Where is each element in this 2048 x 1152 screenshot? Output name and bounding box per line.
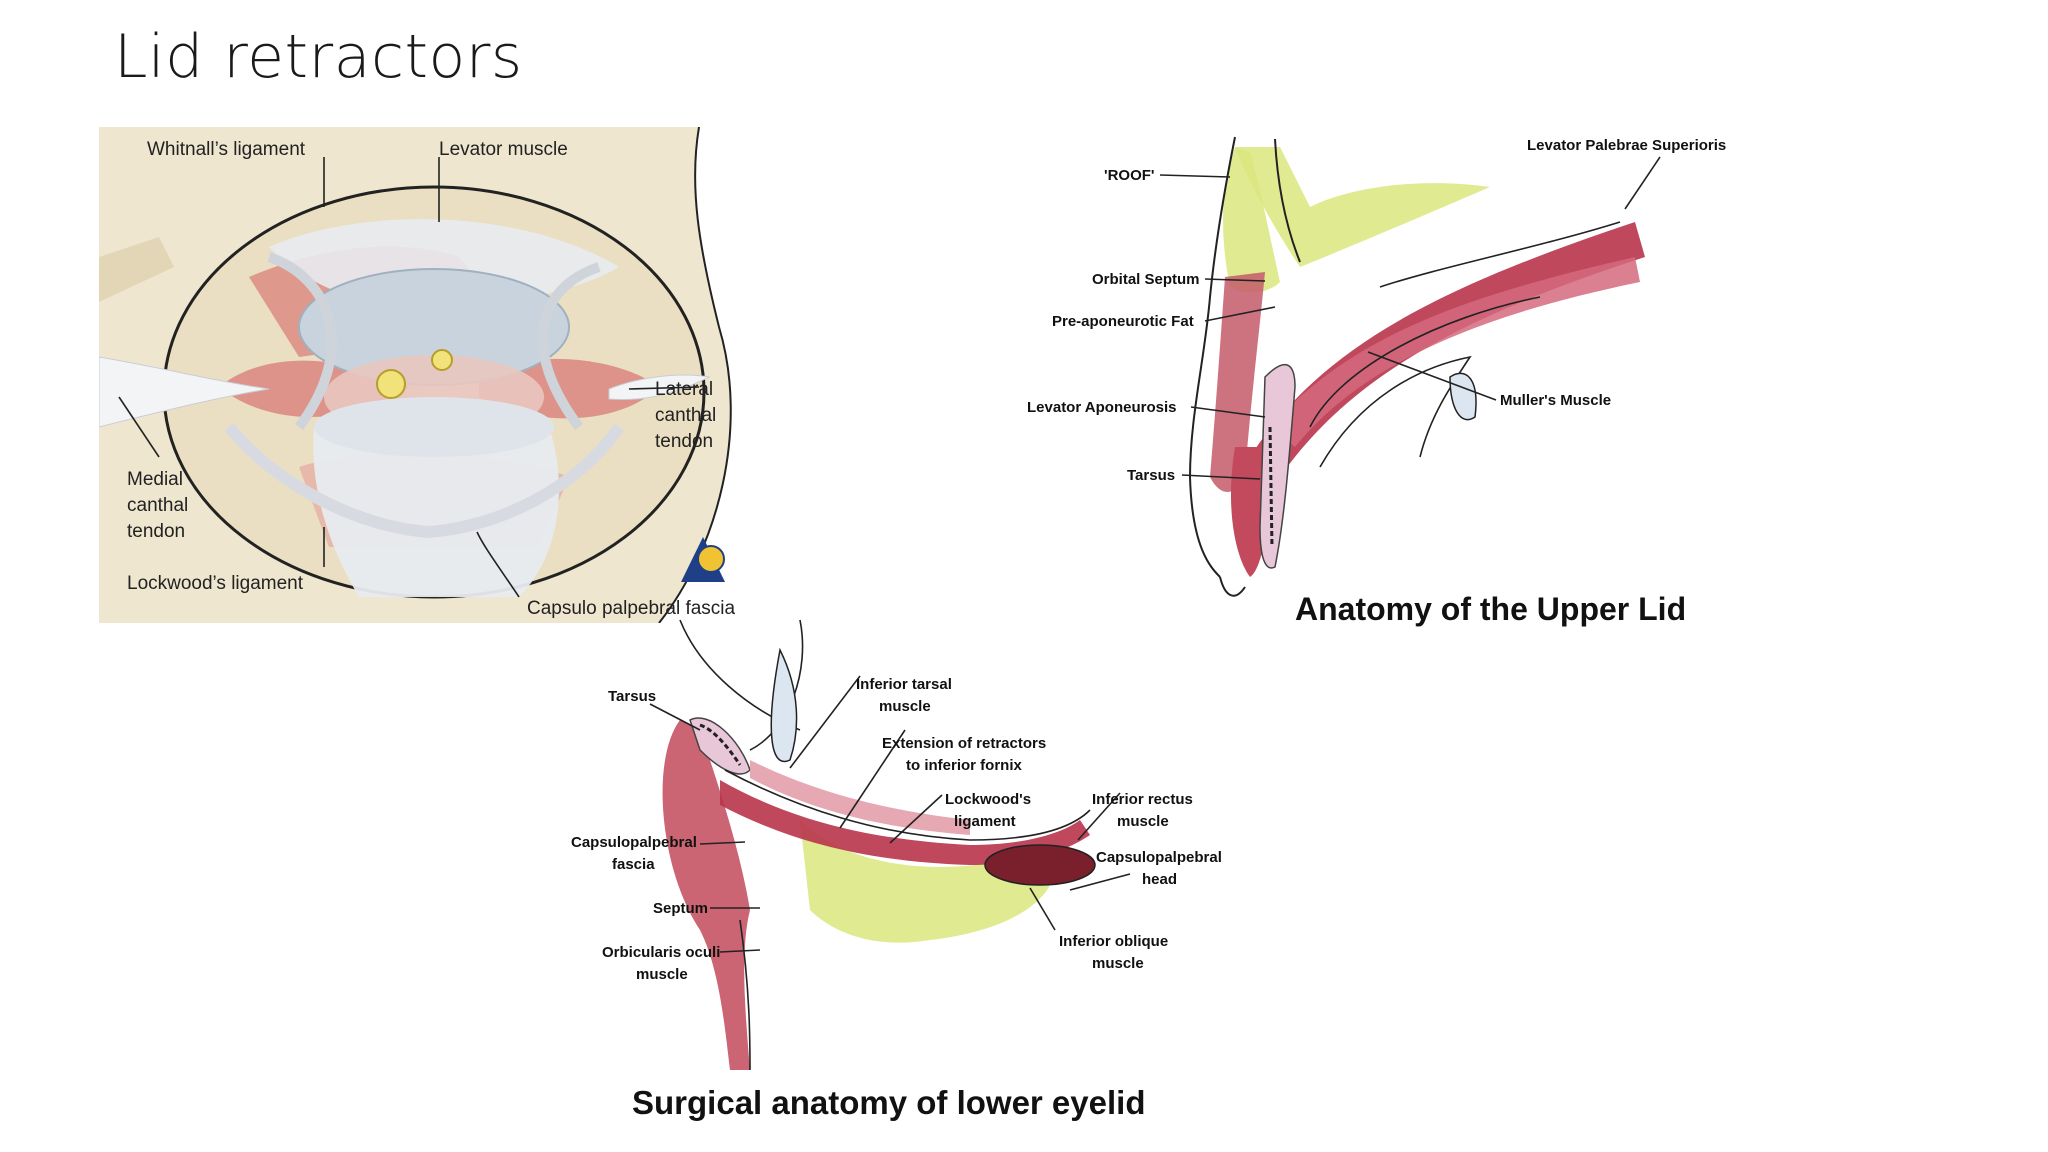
label-mullers-muscle: Muller's Muscle <box>1500 392 1611 409</box>
slide-title: Lid retractors <box>114 22 523 92</box>
label-lockwood-line-1: Lockwood's <box>945 791 1031 808</box>
label-inferior-rectus-line-1: Inferior rectus <box>1092 791 1193 808</box>
caption-upper-lid: Anatomy of the Upper Lid <box>1295 591 1686 627</box>
upper-lid-anatomy-illustration: Levator Palebrae Superioris 'ROOF' Orbit… <box>1020 127 1790 637</box>
label-extension-line-2: to inferior fornix <box>906 757 1022 774</box>
label-inferior-oblique-line-1: Inferior oblique <box>1059 933 1168 950</box>
label-capsulopalpebral-head-line-2: head <box>1142 871 1177 888</box>
label-septum: Septum <box>653 900 708 917</box>
label-roof: 'ROOF' <box>1104 167 1154 184</box>
label-lockwood-line-2: ligament <box>954 813 1016 830</box>
label-orbicularis-line-2: muscle <box>636 966 688 983</box>
lower-lid-figure: Tarsus Inferior tarsal muscle Extension … <box>571 619 1222 1121</box>
label-inferior-tarsal-line-1: Inferior tarsal <box>856 676 952 693</box>
label-pre-aponeurotic-fat: Pre-aponeurotic Fat <box>1052 313 1194 330</box>
label-inferior-tarsal-line-2: muscle <box>879 698 931 715</box>
label-capsulopalpebral-head-line-1: Capsulopalpebral <box>1096 849 1222 866</box>
label-inferior-rectus-line-2: muscle <box>1117 813 1169 830</box>
upper-lid-figure: Levator Palebrae Superioris 'ROOF' Orbit… <box>1027 136 1726 627</box>
label-levator-palebrae-superioris: Levator Palebrae Superioris <box>1527 137 1726 154</box>
lower-lid-anatomy-illustration: Tarsus Inferior tarsal muscle Extension … <box>550 610 1250 1130</box>
label-capsulo-palpebral-fascia: Capsulo palpebral fascia <box>527 598 736 619</box>
label-capsulopalpebral-fascia-line-2: fascia <box>612 856 655 873</box>
orbit-ligaments-figure: Whitnall’s ligament Levator muscle Later… <box>99 127 769 623</box>
label-tarsus-lower: Tarsus <box>608 688 656 705</box>
label-lockwood-ligament: Lockwood’s ligament <box>127 573 304 594</box>
label-tarsus: Tarsus <box>1127 467 1175 484</box>
label-levator-muscle: Levator muscle <box>439 139 568 160</box>
label-lateral-line-3: tendon <box>655 431 713 452</box>
caption-lower-lid: Surgical anatomy of lower eyelid <box>632 1084 1145 1121</box>
label-lateral-line-1: Lateral <box>655 379 713 400</box>
label-lateral-line-2: canthal <box>655 405 716 426</box>
label-inferior-oblique-line-2: muscle <box>1092 955 1144 972</box>
label-medial-line-1: Medial <box>127 469 183 490</box>
label-medial-line-2: canthal <box>127 495 188 516</box>
label-orbital-septum: Orbital Septum <box>1092 271 1200 288</box>
label-orbicularis-line-1: Orbicularis oculi <box>602 944 720 961</box>
orbit-ligaments-illustration: Whitnall’s ligament Levator muscle Later… <box>99 127 769 623</box>
label-extension-line-1: Extension of retractors <box>882 735 1046 752</box>
label-capsulopalpebral-fascia-line-1: Capsulopalpebral <box>571 834 697 851</box>
label-whitnall-ligament: Whitnall’s ligament <box>147 139 306 160</box>
label-medial-line-3: tendon <box>127 521 185 542</box>
label-levator-aponeurosis: Levator Aponeurosis <box>1027 399 1176 416</box>
